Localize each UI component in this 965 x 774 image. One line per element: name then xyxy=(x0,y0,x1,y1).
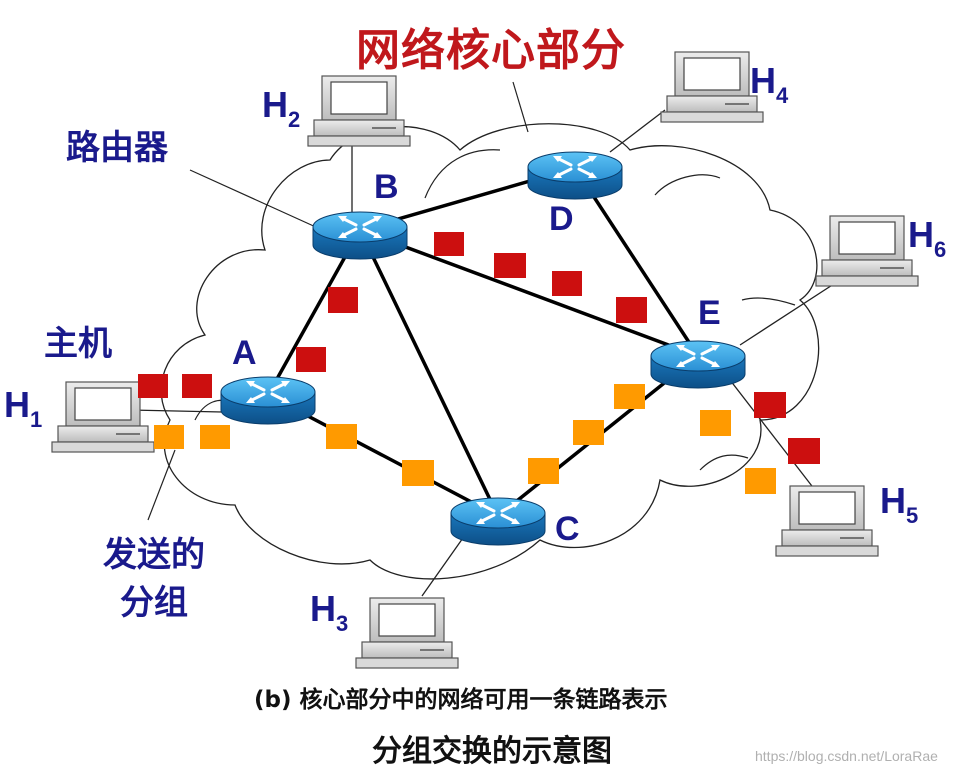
caption-line1: (b) 核心部分中的网络可用一条链路表示 xyxy=(254,687,668,713)
packets-callout-line xyxy=(147,449,176,521)
packet xyxy=(182,374,212,398)
node-label-d: D xyxy=(549,200,574,238)
host-label-h6: H6 xyxy=(908,214,947,262)
host-h4-icon xyxy=(660,51,764,123)
host-label-h5: H5 xyxy=(880,480,919,528)
packet xyxy=(328,287,358,313)
packet xyxy=(614,384,645,409)
packet xyxy=(552,271,582,296)
host-label-h2: H2 xyxy=(262,84,301,132)
host-label: 主机 xyxy=(44,324,112,364)
router-c-icon xyxy=(449,496,547,547)
packet xyxy=(296,347,326,372)
host-h3-icon xyxy=(355,597,459,669)
link-d-e xyxy=(573,167,700,357)
page-title: 网络核心部分 xyxy=(356,25,626,76)
router-callout-line xyxy=(189,169,319,229)
host-h6-icon xyxy=(815,215,919,287)
sent-packets-label-line2: 分组 xyxy=(120,583,188,623)
packet xyxy=(616,297,647,323)
packet xyxy=(138,374,168,398)
sent-packets-label-line1: 发送的 xyxy=(103,535,205,575)
node-label-b: B xyxy=(374,168,399,206)
watermark: https://blog.csdn.net/LoraRae xyxy=(755,748,938,764)
link-h1-a xyxy=(129,409,223,413)
node-label-e: E xyxy=(698,294,721,332)
link-b-c xyxy=(358,229,500,517)
host-h2-icon xyxy=(307,75,411,147)
cloud-fold xyxy=(741,297,796,306)
link-h4-d xyxy=(609,109,666,153)
router-b-icon xyxy=(311,210,409,261)
host-label-h1: H1 xyxy=(4,384,43,432)
node-label-c: C xyxy=(555,510,580,548)
host-label-h3: H3 xyxy=(310,588,349,636)
red-packets xyxy=(138,232,820,464)
link-h5-e xyxy=(729,379,816,491)
packet xyxy=(700,410,731,436)
packet xyxy=(326,424,357,449)
packet xyxy=(154,425,184,449)
router-e-icon xyxy=(649,339,747,390)
router-label: 路由器 xyxy=(66,128,168,168)
orange-packets xyxy=(154,384,776,494)
router-d-icon xyxy=(526,150,624,201)
packet xyxy=(528,458,559,484)
link-h6-e xyxy=(739,279,841,346)
packet xyxy=(402,460,434,486)
packet xyxy=(434,232,464,256)
packet xyxy=(788,438,820,464)
packet xyxy=(745,468,776,494)
host-label-h4: H4 xyxy=(750,60,789,108)
cloud-fold xyxy=(424,149,501,199)
cloud-fold xyxy=(654,174,721,196)
link-b-e xyxy=(359,228,699,358)
packet xyxy=(494,253,526,278)
caption-line2: 分组交换的示意图 xyxy=(372,734,612,769)
router-a-icon xyxy=(219,375,317,426)
host-h5-icon xyxy=(775,485,879,557)
cloud-fold xyxy=(699,454,749,471)
packet xyxy=(573,420,604,445)
host-links xyxy=(129,109,841,597)
node-label-a: A xyxy=(232,334,257,372)
packet xyxy=(754,392,786,418)
title-callout-line xyxy=(512,81,529,133)
packet xyxy=(200,425,230,449)
